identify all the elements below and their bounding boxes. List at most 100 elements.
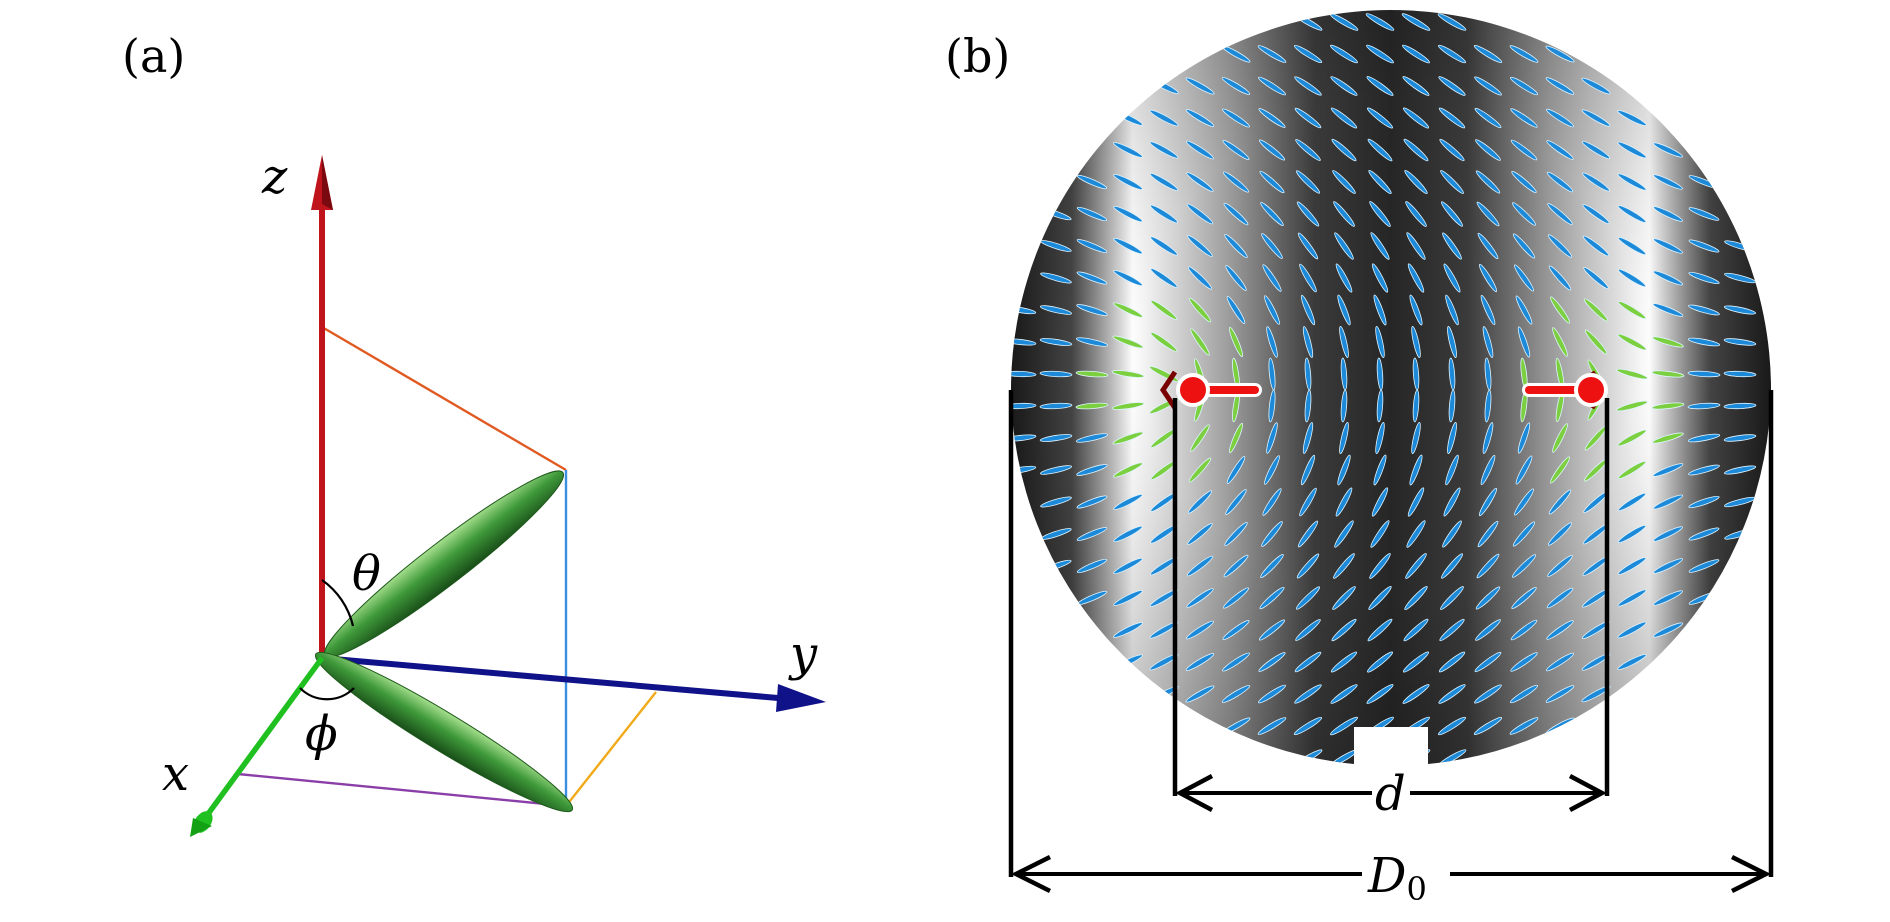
director-molecule: [1266, 422, 1278, 454]
director-molecule: [1582, 204, 1610, 224]
director-molecule: [1653, 238, 1683, 254]
director-molecule: [1076, 495, 1108, 509]
director-molecule: [1257, 717, 1287, 735]
director-molecule: [1445, 294, 1459, 326]
director-molecule: [1225, 489, 1247, 515]
director-molecule: [1076, 271, 1108, 285]
director-molecule: [1375, 421, 1385, 455]
director-molecule: [1331, 138, 1357, 162]
director-molecule: [1187, 235, 1213, 257]
director-molecule: [1371, 487, 1389, 517]
director-molecule: [1040, 496, 1072, 508]
director-molecule: [1482, 326, 1494, 358]
director-molecule: [1302, 326, 1314, 358]
director-molecule: [1617, 524, 1647, 544]
director-molecule: [1401, 13, 1431, 31]
director-molecule: [1511, 554, 1537, 578]
director-molecule: [1076, 527, 1108, 541]
x-axis-label: x: [162, 746, 189, 802]
director-molecule: [1368, 585, 1392, 611]
director-molecule: [1264, 455, 1280, 485]
director-molecule: [1511, 587, 1537, 609]
director-molecule: [1076, 558, 1108, 574]
director-molecule: [1113, 237, 1143, 255]
director-molecule: [1368, 169, 1392, 195]
director-molecule: [1076, 239, 1108, 253]
director-molecule: [1299, 487, 1317, 517]
director-molecule: [1653, 590, 1683, 606]
director-molecule: [1405, 201, 1427, 227]
director-molecule: [1300, 454, 1316, 486]
director-molecule: [1723, 305, 1757, 315]
director-molecule: [1262, 488, 1282, 516]
director-molecule: [1583, 267, 1609, 289]
director-molecule: [1405, 553, 1427, 579]
director-molecule: [1258, 652, 1286, 672]
director-molecule: [1517, 422, 1531, 454]
director-molecule: [1546, 587, 1574, 609]
director-molecule: [1293, 44, 1323, 64]
director-molecule: [1228, 422, 1244, 454]
director-molecule: [1113, 462, 1143, 478]
director-molecule: [1514, 488, 1534, 516]
director-molecule: [1617, 557, 1647, 575]
director-molecule: [1439, 138, 1465, 162]
director-molecule: [1375, 325, 1385, 359]
director-molecule: [1113, 205, 1143, 223]
director-molecule: [1482, 422, 1494, 454]
director-molecule: [1225, 265, 1247, 291]
director-molecule: [1514, 264, 1534, 292]
director-molecule: [1268, 389, 1276, 423]
director-molecule: [1333, 201, 1355, 227]
director-molecule: [1150, 556, 1178, 576]
director-molecule: [1652, 270, 1684, 286]
director-molecule: [1376, 389, 1384, 423]
director-molecule: [1402, 44, 1430, 64]
director-molecule: [1266, 326, 1278, 358]
director-molecule: [1294, 107, 1322, 129]
director-molecule: [1226, 456, 1246, 484]
director-molecule: [1407, 487, 1425, 517]
director-molecule: [1039, 402, 1073, 410]
director-molecule: [1478, 263, 1498, 293]
director-molecule: [1545, 685, 1575, 703]
director-molecule: [1111, 370, 1145, 378]
director-molecule: [1185, 685, 1215, 703]
director-molecule: [1438, 107, 1466, 129]
director-molecule: [1473, 45, 1503, 63]
director-molecule: [1546, 620, 1574, 640]
director-molecule: [1723, 465, 1757, 475]
director-molecule: [1294, 651, 1322, 673]
director-molecule: [1075, 433, 1109, 443]
director-molecule: [1294, 684, 1322, 704]
director-molecule: [1295, 586, 1321, 610]
x-axis: [190, 656, 325, 837]
director-molecule: [1402, 76, 1430, 96]
director-molecule: [1404, 585, 1428, 611]
director-molecule: [1112, 335, 1144, 349]
director-molecule: [1299, 263, 1317, 293]
phi-arc: [299, 687, 355, 701]
director-molecule: [1547, 555, 1573, 577]
director-molecule: [1484, 389, 1492, 423]
director-molecule: [1583, 298, 1609, 322]
director-molecule: [1546, 140, 1574, 160]
director-molecule: [1653, 622, 1683, 638]
defect-left: [1159, 370, 1262, 410]
director-molecule: [1581, 685, 1611, 703]
director-molecule: [1150, 236, 1178, 256]
director-molecule: [1653, 142, 1683, 158]
director-molecule: [1617, 460, 1647, 480]
director-molecule: [1617, 653, 1647, 671]
director-molecule: [1039, 338, 1073, 346]
director-molecule: [1261, 521, 1283, 547]
director-molecule: [1476, 201, 1500, 227]
z-axis: [311, 155, 333, 658]
director-molecule: [1333, 553, 1355, 579]
director-molecule: [1552, 327, 1568, 357]
director-molecule: [1617, 333, 1647, 351]
director-molecule: [1440, 170, 1464, 194]
director-molecule: [1653, 558, 1683, 574]
director-molecule: [1260, 554, 1284, 578]
director-molecule: [1297, 232, 1319, 260]
